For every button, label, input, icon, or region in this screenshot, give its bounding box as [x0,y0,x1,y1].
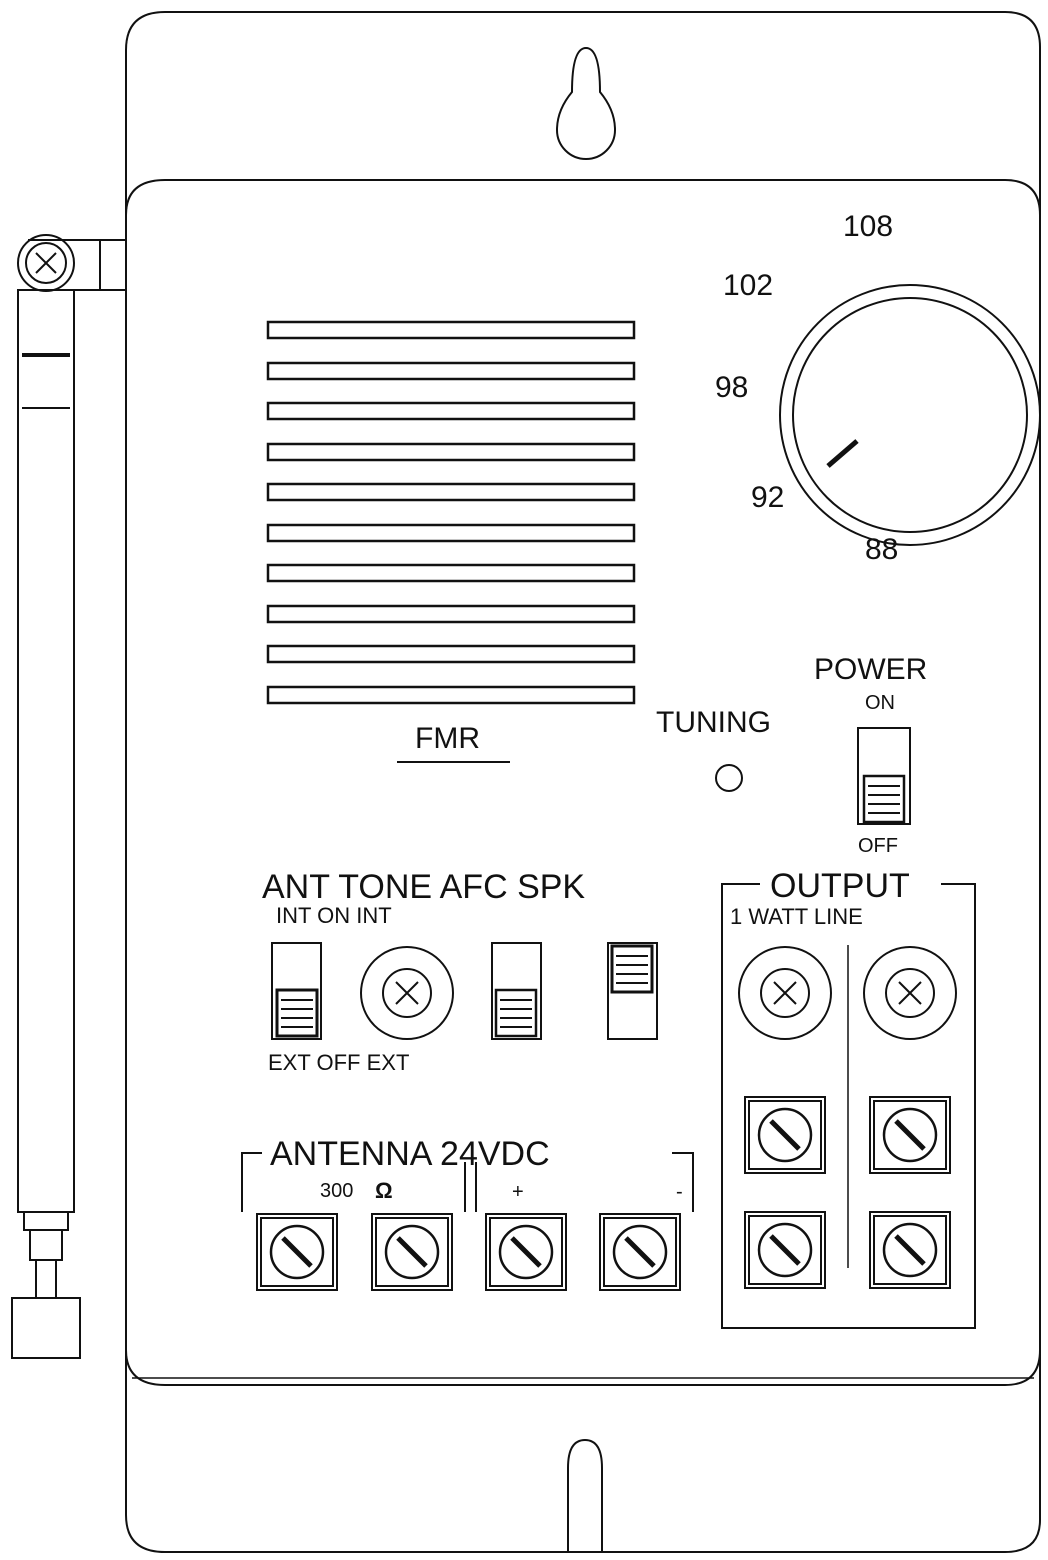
output-title: OUTPUT [770,867,910,905]
output-terminal [869,1211,951,1289]
spk-switch[interactable] [607,942,658,1040]
output-subtitle: 1 WATT LINE [730,904,863,929]
antenna-pivot-screw-icon [25,242,67,284]
grille-slot [266,401,636,421]
power-title: POWER [814,653,928,686]
grille-slot [266,361,636,381]
grille-slot [266,482,636,502]
grille-slot [266,644,636,664]
keyhole-slot [555,46,617,160]
antenna-section-bracket [241,1152,694,1212]
output-terminal [869,1096,951,1174]
knob-cross-icon [395,981,419,1005]
tuning-indicator-led [715,764,743,792]
dial-mark-98: 98 [715,371,749,404]
dial-mark-102: 102 [723,269,774,302]
tuning-label: TUNING [656,706,771,739]
knob-cross-icon [898,981,922,1005]
mounting-slot [567,1438,603,1552]
switch-bottom-labels: EXT OFF EXT [268,1050,410,1075]
plus-label: + [512,1181,524,1203]
tuning-dial[interactable] [779,284,1041,546]
grille-slot [266,523,636,543]
dial-mark-92: 92 [751,481,785,514]
grille-slot [266,320,636,340]
mounting-plate [125,11,1041,1553]
antenna-terminal [256,1213,338,1291]
grille-slot [266,685,636,705]
output-section-box [721,883,976,1329]
power-minus-terminal [599,1213,681,1291]
minus-label: - [676,1181,683,1203]
output-terminal [744,1096,826,1174]
switch-bank-title: ANT TONE AFC SPK [262,868,586,906]
dial-mark-88: 88 [865,533,899,566]
speaker-label: FMR [415,722,480,755]
ohm-symbol: Ω [375,1178,393,1203]
grille-slot [266,563,636,583]
output-line-knob[interactable] [863,946,957,1040]
antenna-title: ANTENNA 24VDC [270,1135,550,1173]
afc-switch[interactable] [491,942,542,1040]
output-1watt-knob[interactable] [738,946,832,1040]
telescopic-antenna [11,234,126,1359]
grille-slot [266,604,636,624]
antenna-impedance-label: 300 [320,1180,354,1202]
power-on-label: ON [865,692,895,714]
power-off-label: OFF [858,835,898,857]
knob-cross-icon [773,981,797,1005]
antenna-terminal [371,1213,453,1291]
switch-top-labels: INT ON INT [276,903,392,928]
front-panel [125,179,1041,1386]
dial-mark-108: 108 [843,210,894,243]
power-plus-terminal [485,1213,567,1291]
dial-pointer [826,439,859,468]
output-terminal [744,1211,826,1289]
power-switch[interactable] [857,727,911,825]
speaker-grille [266,320,636,705]
grille-slot [266,442,636,462]
tone-knob[interactable] [360,946,454,1040]
ant-switch[interactable] [271,942,322,1040]
